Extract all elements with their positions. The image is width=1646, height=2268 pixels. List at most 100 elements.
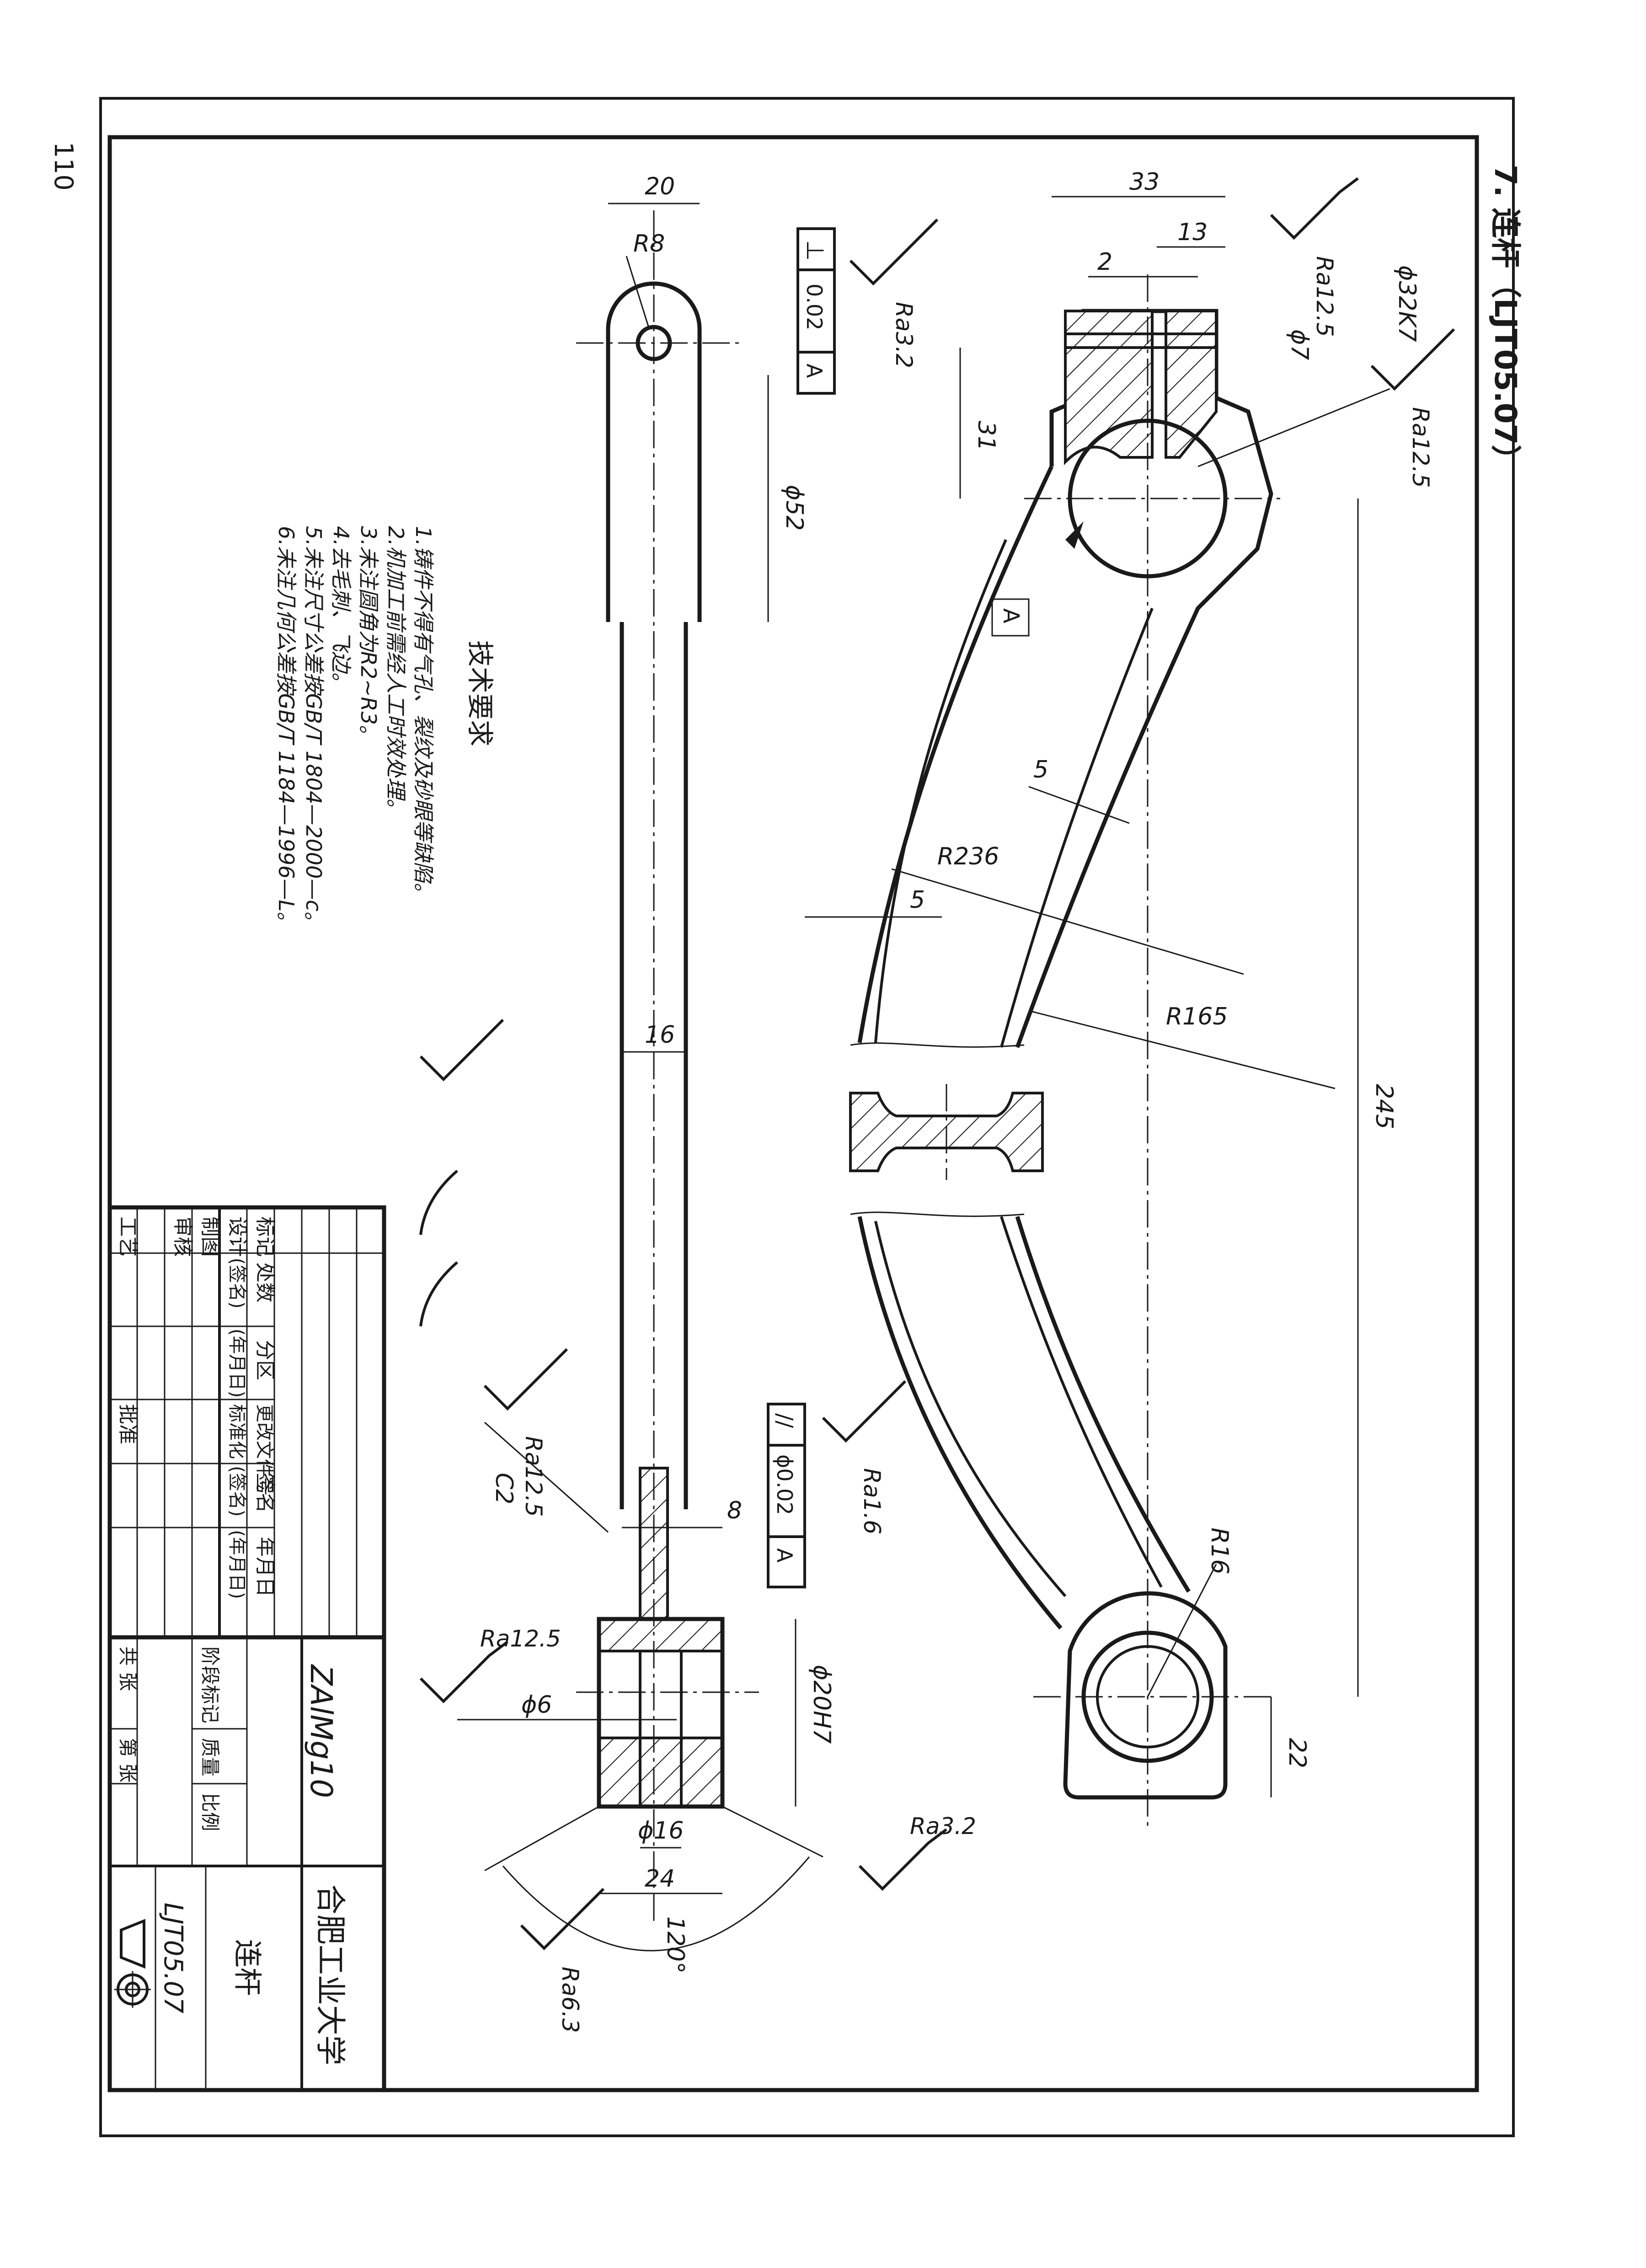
dim-245: 245 bbox=[1370, 1084, 1398, 1129]
tb-process: 工艺 bbox=[116, 1217, 139, 1257]
dim-r8: R8 bbox=[633, 230, 665, 257]
dim-31: 31 bbox=[973, 421, 1000, 451]
dim-120-deg: 120° bbox=[662, 1916, 689, 1973]
par-symbol: // bbox=[772, 1413, 797, 1428]
tb-standard-sign: (签名) bbox=[226, 1466, 247, 1517]
tb-sheets: 共 张 bbox=[117, 1646, 139, 1691]
dim-phi52: ϕ52 bbox=[780, 485, 808, 531]
rod-eye-contour bbox=[606, 281, 702, 380]
tb-material: ZAlMg10 bbox=[304, 1664, 339, 1798]
arm-rib-inner-right bbox=[1000, 607, 1154, 1048]
tb-standard: 标准化 bbox=[226, 1404, 247, 1459]
outer-frame bbox=[99, 97, 1515, 2137]
tb-draw: 制图 bbox=[198, 1217, 222, 1257]
rod-dimensions: 20 R8 ϕ52 16 8 C2 ϕ20H7 ϕ6 ϕ16 24 120° bbox=[457, 173, 835, 1973]
tech-title: 技术要求 bbox=[465, 640, 496, 746]
tb-weight: 质量 bbox=[199, 1738, 221, 1776]
dim-24: 24 bbox=[645, 1865, 675, 1893]
arm-left-contour bbox=[857, 466, 1054, 1043]
ra-12-5-end: Ra12.5 bbox=[520, 1436, 547, 1517]
tb-design-date: (年月日) bbox=[226, 1329, 247, 1398]
arm-break-lines bbox=[850, 1042, 1025, 1217]
tech-item-2: 2.机加工前需经人工时效处理。 bbox=[384, 526, 408, 820]
datum-a-box bbox=[991, 598, 1030, 637]
tb-approve: 批准 bbox=[116, 1404, 139, 1444]
arm-dimensions: 33 13 2 31 ϕ7 ϕ32K7 5 R236 5 R165 245 R1… bbox=[805, 168, 1421, 1797]
tb-header-zone: 分区 bbox=[253, 1340, 277, 1380]
rod-upper-body bbox=[606, 380, 702, 622]
ra-3-2-top: Ra3.2 bbox=[891, 302, 917, 368]
roughness-symbols: Ra3.2 Ra12.5 Ra12.5 Ra1.6 Ra12.5 Ra12.5 … bbox=[419, 177, 1455, 2033]
tb-school: 合肥工业大学 bbox=[313, 1884, 348, 2065]
title-block: 标记 处数 分区 更改文件号 签名 年月日 设计 (签名) (年月日) 标准化 … bbox=[107, 1205, 386, 2092]
perp-value: 0.02 bbox=[802, 284, 827, 330]
tb-standard-date: (年月日) bbox=[226, 1530, 247, 1599]
tech-item-4: 4.去毛刺、飞边。 bbox=[329, 526, 353, 693]
tb-design-sign: (签名) bbox=[226, 1258, 247, 1308]
tech-item-3: 3.未注圆角为R2~R3。 bbox=[356, 526, 381, 746]
arm-view bbox=[849, 274, 1280, 1829]
tech-item-1: 1.铸件不得有气孔、裂纹及砂眼等缺陷。 bbox=[411, 526, 436, 904]
dim-33: 33 bbox=[1129, 168, 1160, 196]
dim-phi6: ϕ6 bbox=[521, 1691, 552, 1719]
page-number: 110 bbox=[48, 142, 78, 191]
perpendicularity-frame: ⊥ 0.02 A bbox=[796, 227, 836, 395]
arm-rib-inner-left bbox=[874, 539, 1007, 1043]
dim-2: 2 bbox=[1097, 248, 1112, 276]
tb-header-date: 年月日 bbox=[253, 1537, 277, 1597]
arm-lower-inner-right bbox=[1000, 1216, 1163, 1588]
parallelism-frame: // ϕ0.02 A bbox=[767, 1403, 806, 1588]
dim-16: 16 bbox=[645, 1021, 675, 1049]
dim-phi16: ϕ16 bbox=[638, 1817, 684, 1844]
tb-scale: 比例 bbox=[199, 1793, 221, 1831]
rod-nut-hatch-bottom bbox=[598, 1737, 724, 1808]
arm-outer-contour bbox=[1015, 309, 1273, 1048]
dim-r16: R16 bbox=[1206, 1528, 1233, 1574]
dim-r165: R165 bbox=[1166, 1003, 1228, 1030]
tb-design: 设计 bbox=[226, 1217, 249, 1257]
arm-lower-inner-left bbox=[874, 1221, 1067, 1597]
tb-part-name: 连杆 bbox=[231, 1939, 264, 1996]
rod-nut-outline bbox=[597, 1617, 725, 1809]
tech-item-5: 5.未注尺寸公差按GB/T 1804—2000—c。 bbox=[301, 526, 326, 933]
general-roughness-symbol bbox=[419, 1019, 504, 1327]
dim-20: 20 bbox=[645, 173, 675, 200]
perp-datum: A bbox=[802, 364, 827, 378]
inner-frame bbox=[107, 135, 1479, 2092]
datum-triangle bbox=[1065, 521, 1084, 549]
dim-r236: R236 bbox=[937, 843, 999, 870]
dim-5-rib: 5 bbox=[1033, 756, 1048, 783]
tb-header-change: 更改文件号 bbox=[254, 1404, 275, 1496]
arm-lower-right bbox=[1015, 1216, 1191, 1593]
ra-6-3: Ra6.3 bbox=[557, 1967, 583, 2033]
tb-sheet-no: 第 张 bbox=[117, 1738, 139, 1782]
tb-header-mark: 标记 bbox=[253, 1217, 277, 1257]
dim-8: 8 bbox=[727, 1497, 742, 1524]
ra-12-5-nut: Ra12.5 bbox=[480, 1625, 561, 1652]
drawing-heading: 7. 连杆（LJT05.07） bbox=[1488, 165, 1523, 475]
tb-drawing-no: LJT05.07 bbox=[158, 1903, 188, 2014]
tb-stage: 阶段标记 bbox=[199, 1646, 221, 1723]
ra-3-2-bottom: Ra3.2 bbox=[910, 1813, 976, 1839]
tb-check: 审核 bbox=[171, 1217, 194, 1257]
ra-12-5-bore: Ra12.5 bbox=[1407, 407, 1434, 488]
dim-13: 13 bbox=[1177, 219, 1208, 246]
rod-view bbox=[576, 210, 759, 1921]
par-value: ϕ0.02 bbox=[772, 1454, 797, 1515]
perp-symbol: ⊥ bbox=[801, 240, 828, 261]
ra-12-5-top: Ra12.5 bbox=[1311, 256, 1338, 337]
datum-a-label: A bbox=[998, 608, 1024, 623]
tech-requirements: 技术要求 1.铸件不得有气孔、裂纹及砂眼等缺陷。 2.机加工前需经人工时效处理。… bbox=[274, 526, 496, 933]
lower-boss-contour bbox=[1063, 1591, 1228, 1800]
tb-header-sign: 签名 bbox=[253, 1473, 277, 1513]
arm-lower-left bbox=[857, 1216, 1063, 1630]
tech-item-6: 6.未注几何公差按GB/T 1184—1996—L。 bbox=[274, 526, 299, 933]
rod-nut-hatch-top bbox=[598, 1618, 724, 1652]
dim-c2: C2 bbox=[490, 1473, 518, 1504]
dim-phi20h7: ϕ20H7 bbox=[808, 1665, 835, 1744]
tb-header-count: 处数 bbox=[253, 1262, 277, 1303]
dim-phi7: ϕ7 bbox=[1286, 329, 1313, 360]
projection-symbol-icon bbox=[114, 1919, 151, 2008]
par-datum: A bbox=[772, 1548, 797, 1563]
